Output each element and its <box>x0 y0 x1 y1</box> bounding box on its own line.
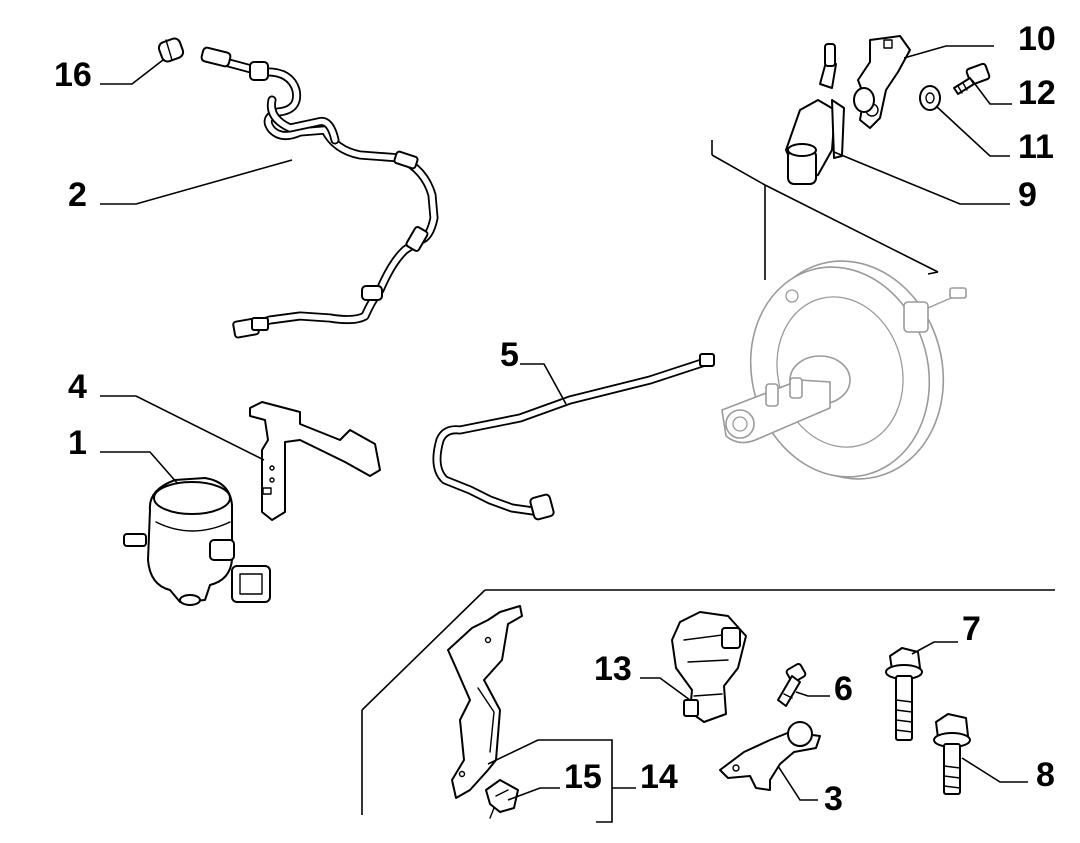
part-4-bracket <box>249 401 381 521</box>
callout-6: 6 <box>834 670 853 708</box>
callout-1: 1 <box>68 424 87 462</box>
callout-10: 10 <box>1018 20 1056 58</box>
callout-7: 7 <box>962 610 981 648</box>
callout-5: 5 <box>500 336 519 374</box>
callout-15: 15 <box>564 758 602 796</box>
part-8-flange-bolt <box>933 713 971 795</box>
part-15-clip <box>485 779 519 819</box>
callout-13: 13 <box>594 650 632 688</box>
part-16-cap <box>157 37 185 63</box>
part-2-vacuum-hose <box>200 46 439 339</box>
part-10-sensor-bracket <box>853 35 911 129</box>
callout-12: 12 <box>1018 74 1056 112</box>
part-3-small-bracket <box>719 721 821 791</box>
callout-16: 16 <box>54 56 92 94</box>
callout-14: 14 <box>640 758 678 796</box>
callout-9: 9 <box>1018 176 1037 214</box>
part-14-bracket-plate <box>447 605 523 799</box>
part-11-washer <box>919 85 941 111</box>
part-13-retainer-clip <box>671 611 747 723</box>
callout-8: 8 <box>1036 756 1055 794</box>
part-12-bolt <box>953 62 991 95</box>
part-1-vacuum-pump <box>123 477 271 606</box>
inset-frame <box>361 140 1055 815</box>
brake-booster-reference <box>721 260 967 480</box>
part-6-bolt <box>777 663 807 707</box>
callout-4: 4 <box>68 368 87 406</box>
callout-3: 3 <box>824 780 843 818</box>
part-7-flange-bolt <box>885 647 923 741</box>
callout-2: 2 <box>68 176 87 214</box>
callout-11: 11 <box>1018 128 1054 166</box>
leader-lines <box>100 45 1028 823</box>
part-9-check-valve <box>785 43 845 185</box>
callout-labels: 16 2 4 1 5 10 12 11 9 7 13 6 8 15 14 3 <box>54 20 1056 818</box>
part-5-vacuum-pipe <box>432 353 715 521</box>
